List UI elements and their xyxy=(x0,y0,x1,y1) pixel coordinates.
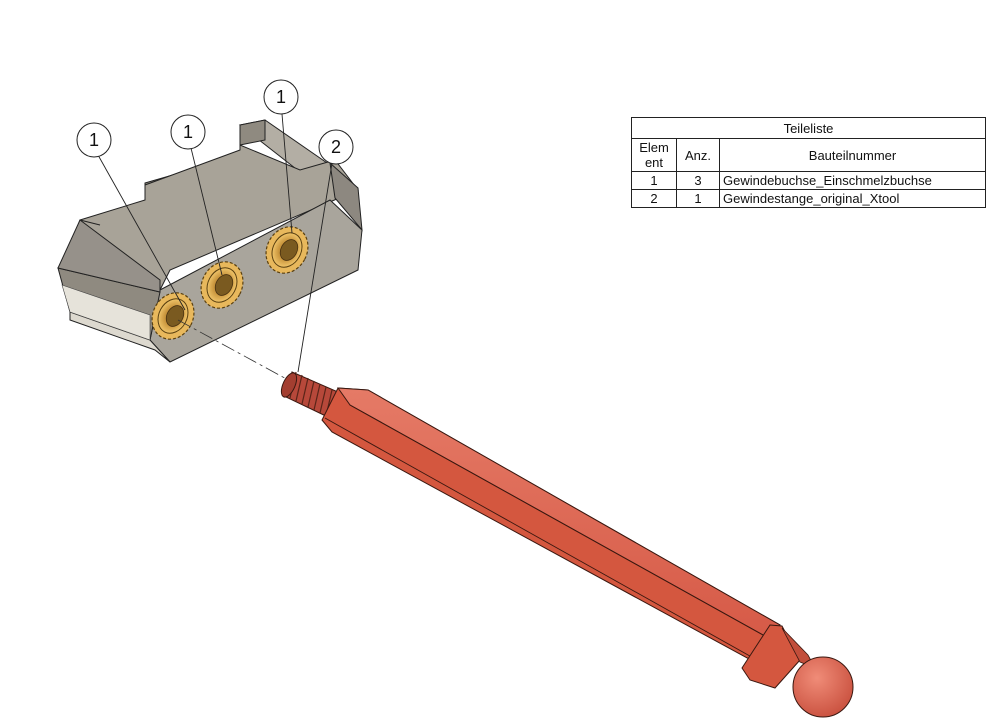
parts-list-table: Teileliste Elem ent Anz. Bauteilnummer 1… xyxy=(631,117,986,208)
svg-text:1: 1 xyxy=(276,87,286,107)
table-row: 1 3 Gewindebuchse_Einschmelzbuchse xyxy=(631,171,986,190)
balloon-1a: 1 xyxy=(76,122,112,158)
balloon-1b: 1 xyxy=(170,114,206,150)
header-part-number: Bauteilnummer xyxy=(719,138,986,172)
svg-text:1: 1 xyxy=(89,130,99,150)
cell-element: 2 xyxy=(631,189,677,208)
axis-centerline xyxy=(177,319,293,383)
threaded-insert-2 xyxy=(200,261,244,309)
table-row: 2 1 Gewindestange_original_Xtool xyxy=(631,189,986,208)
housing-block xyxy=(57,119,363,363)
cell-part-number: Gewindebuchse_Einschmelzbuchse xyxy=(719,171,986,190)
svg-text:2: 2 xyxy=(331,137,341,157)
threaded-insert-1 xyxy=(151,292,195,340)
threaded-insert-3 xyxy=(265,226,309,274)
balloon-1c: 1 xyxy=(263,79,299,115)
balloon-2: 2 xyxy=(318,129,354,165)
cell-quantity: 1 xyxy=(676,189,720,208)
cell-quantity: 3 xyxy=(676,171,720,190)
svg-text:1: 1 xyxy=(183,122,193,142)
cell-element: 1 xyxy=(631,171,677,190)
parts-list-title: Teileliste xyxy=(631,117,986,139)
threaded-rod xyxy=(280,371,854,718)
cell-part-number: Gewindestange_original_Xtool xyxy=(719,189,986,208)
leader-lines xyxy=(97,113,333,373)
header-element: Elem ent xyxy=(631,138,677,172)
header-quantity: Anz. xyxy=(676,138,720,172)
